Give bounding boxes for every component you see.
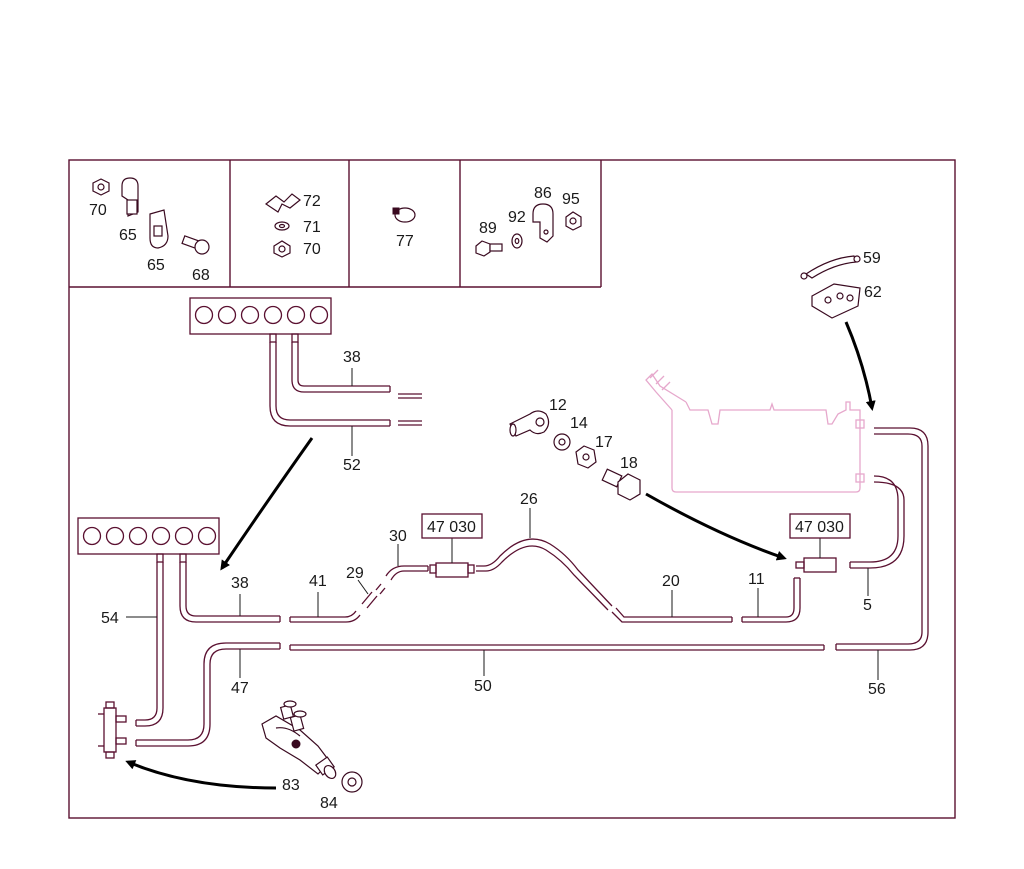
arrow-83-to-fitting xyxy=(125,760,277,790)
part-label: 71 xyxy=(303,219,321,236)
strap-icon xyxy=(800,255,861,280)
parts-panel-2: 72 71 70 xyxy=(264,193,321,258)
bolt-icon xyxy=(475,240,503,257)
tank-strap-parts: 59 62 xyxy=(800,250,882,319)
part-label: 38 xyxy=(231,575,249,592)
pipe-50 xyxy=(289,644,825,651)
arrows xyxy=(125,321,876,790)
fuel-pump-parts: 83 84 xyxy=(261,700,363,812)
washer-icon xyxy=(553,433,571,451)
pipe-11 xyxy=(741,577,801,623)
distribution-fitting xyxy=(98,701,127,759)
parts-panel-3: 77 xyxy=(392,207,416,250)
washer-icon xyxy=(511,233,523,249)
bolt-icon xyxy=(181,235,210,255)
pipe-20 xyxy=(611,607,733,623)
part-label: 47 xyxy=(231,680,249,697)
washer-icon xyxy=(274,221,290,231)
banjo-fitting-icon xyxy=(509,410,550,437)
pipe-41 xyxy=(289,610,361,623)
pipe-56 xyxy=(835,427,929,651)
filter-box-label: 47 030 xyxy=(795,519,844,536)
pipe-38-lower xyxy=(179,562,281,623)
part-label: 84 xyxy=(320,795,338,812)
parts-panel-4: 86 95 89 92 xyxy=(475,185,582,257)
part-label: 5 xyxy=(863,597,872,614)
part-label: 62 xyxy=(864,284,882,301)
part-label: 70 xyxy=(303,241,321,258)
fuel-filter-left: 47 030 xyxy=(421,513,483,578)
part-label: 11 xyxy=(748,571,765,588)
part-label: 30 xyxy=(389,528,407,545)
nut-icon xyxy=(273,240,291,258)
bolt-icon xyxy=(601,468,641,501)
part-label: 20 xyxy=(662,573,680,590)
part-label: 56 xyxy=(868,681,886,698)
banjo-fitting-parts: 12 14 17 18 xyxy=(509,397,641,501)
part-label: 50 xyxy=(474,678,492,695)
part-label: 89 xyxy=(479,220,497,237)
part-label: 52 xyxy=(343,457,361,474)
part-label: 54 xyxy=(101,610,119,627)
part-label: 83 xyxy=(282,777,300,794)
pipe-52 xyxy=(269,342,422,427)
parts-panel-1: 70 65 65 68 xyxy=(89,177,210,284)
nut-icon xyxy=(575,445,597,469)
part-label: 77 xyxy=(396,233,414,250)
nut-icon xyxy=(565,211,582,231)
part-label: 95 xyxy=(562,191,580,208)
clip-icon xyxy=(264,193,301,213)
pipe-26 xyxy=(476,538,613,611)
part-label: 70 xyxy=(89,202,107,219)
pipe-38-upper xyxy=(291,342,422,399)
part-label: 18 xyxy=(620,455,638,472)
part-label: 14 xyxy=(570,415,588,432)
part-label: 38 xyxy=(343,349,361,366)
pipe-clamp-icon xyxy=(149,209,169,249)
pipe-clamp-icon xyxy=(121,177,139,217)
nut-icon xyxy=(92,178,110,196)
mounting-block-icon xyxy=(811,283,861,319)
part-label: 59 xyxy=(863,250,881,267)
filter-box-label: 47 030 xyxy=(427,519,476,536)
arrow-18-to-filter xyxy=(645,492,787,561)
pipe-30 xyxy=(385,565,429,581)
pipe-54 xyxy=(135,562,164,727)
hose-clamp-icon xyxy=(392,207,416,223)
part-label: 26 xyxy=(520,491,538,508)
pipe-5 xyxy=(849,475,905,569)
part-label: 17 xyxy=(595,434,613,451)
diagram-frame xyxy=(68,159,956,819)
washer-icon xyxy=(341,771,363,793)
pipe-29 xyxy=(361,583,386,609)
distributor-block-lower xyxy=(77,517,220,563)
part-label: 29 xyxy=(346,565,364,582)
part-label: 12 xyxy=(549,397,567,414)
part-label: 72 xyxy=(303,193,321,210)
part-label: 86 xyxy=(534,185,552,202)
pipe-47 xyxy=(135,642,281,747)
pipe-clamp-icon xyxy=(532,203,554,243)
part-label: 92 xyxy=(508,209,526,226)
arrow-62-to-tank xyxy=(844,321,876,411)
part-label: 65 xyxy=(147,257,165,274)
part-label: 41 xyxy=(309,573,327,590)
fuel-filter-right: 47 030 xyxy=(789,513,851,573)
part-label: 68 xyxy=(192,267,210,284)
fuel-tank xyxy=(645,369,865,493)
fuel-pump-icon xyxy=(261,700,337,780)
part-label: 65 xyxy=(119,227,137,244)
arrow-52-to-lower-block xyxy=(220,437,314,571)
distributor-block-upper xyxy=(189,297,332,343)
